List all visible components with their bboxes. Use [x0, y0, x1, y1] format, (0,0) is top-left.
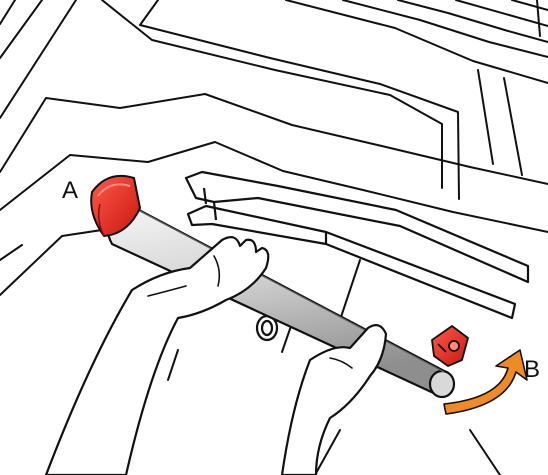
label-b: B [524, 358, 540, 382]
label-a: A [62, 179, 78, 203]
left-hand [46, 237, 268, 475]
bracket-b [432, 326, 468, 366]
right-hand [282, 325, 386, 475]
